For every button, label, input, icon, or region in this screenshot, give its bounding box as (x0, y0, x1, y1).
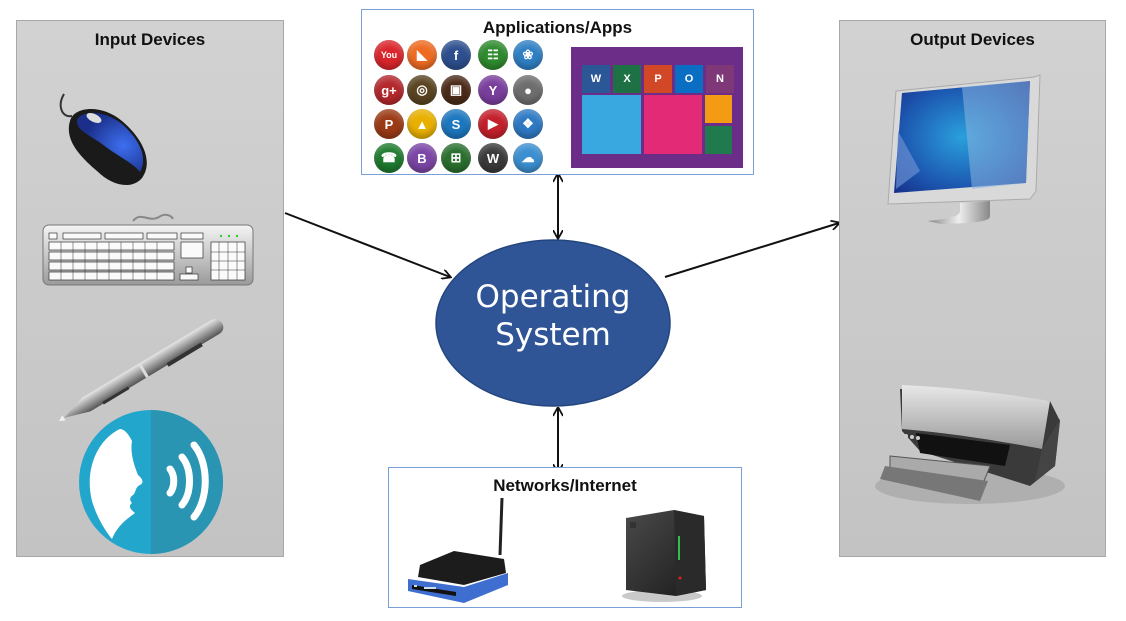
outlook-tile: O (675, 65, 703, 93)
yahoo-icon: Y (478, 75, 508, 105)
operating-system-label: Operating System (436, 278, 670, 354)
output-devices-panel: Output Devices (839, 20, 1106, 557)
os-label-line2: System (495, 317, 611, 353)
rss-icon: ◣ (407, 40, 437, 70)
wordpress-icon: W (478, 143, 508, 173)
pink-tile (644, 95, 702, 154)
arrow-os-to-output (664, 223, 839, 278)
mouse-icon (59, 93, 147, 186)
server-icon (622, 510, 706, 602)
facebook-icon: f (441, 40, 471, 70)
word-tile: W (582, 65, 610, 93)
skype-icon: S (441, 109, 471, 139)
orange-tile (705, 95, 732, 123)
windows-icon: ⊞ (441, 143, 471, 173)
networks-panel: Networks/Internet (388, 467, 742, 608)
blogger-icon: B (407, 143, 437, 173)
stylus-pen-icon (58, 319, 224, 421)
input-devices-title: Input Devices (94, 30, 206, 49)
google-drive-icon: ▲ (407, 109, 437, 139)
excel-tile: X (613, 65, 641, 93)
printer-icon (875, 385, 1065, 504)
blue-tile (582, 95, 641, 154)
os-label-line1: Operating (475, 279, 631, 315)
input-devices-panel: Input Devices (16, 20, 284, 557)
powerpoint-tile: P (644, 65, 672, 93)
networks-title: Networks/Internet (493, 476, 637, 495)
green-tile (705, 126, 732, 154)
youtube-icon: You (374, 40, 404, 70)
applications-panel: Applications/Apps You◣f☷❀g+◎▣Y●P▲S▶❖☎B⊞W… (361, 9, 754, 175)
soundcloud-icon: ☁ (513, 143, 543, 173)
apple-icon: ● (513, 75, 543, 105)
google-plus-icon: g+ (374, 75, 404, 105)
dropbox-icon: ❖ (513, 109, 543, 139)
monitor-icon (887, 74, 1041, 224)
whatsapp-icon: ☎ (374, 143, 404, 173)
arrow-input-to-os (284, 212, 450, 277)
pinterest-icon: P (374, 109, 404, 139)
voice-input-icon (79, 410, 223, 554)
output-devices-title: Output Devices (910, 30, 1035, 49)
instagram-icon: ▣ (441, 75, 471, 105)
wireless-router-icon (408, 497, 508, 603)
twitter-icon: ❀ (513, 40, 543, 70)
android-icon: ☷ (478, 40, 508, 70)
applications-title: Applications/Apps (482, 18, 633, 37)
youtube-play-icon: ▶ (478, 109, 508, 139)
onenote-tile: N (706, 65, 734, 93)
keyboard-icon (42, 213, 254, 286)
picasa-icon: ◎ (407, 75, 437, 105)
